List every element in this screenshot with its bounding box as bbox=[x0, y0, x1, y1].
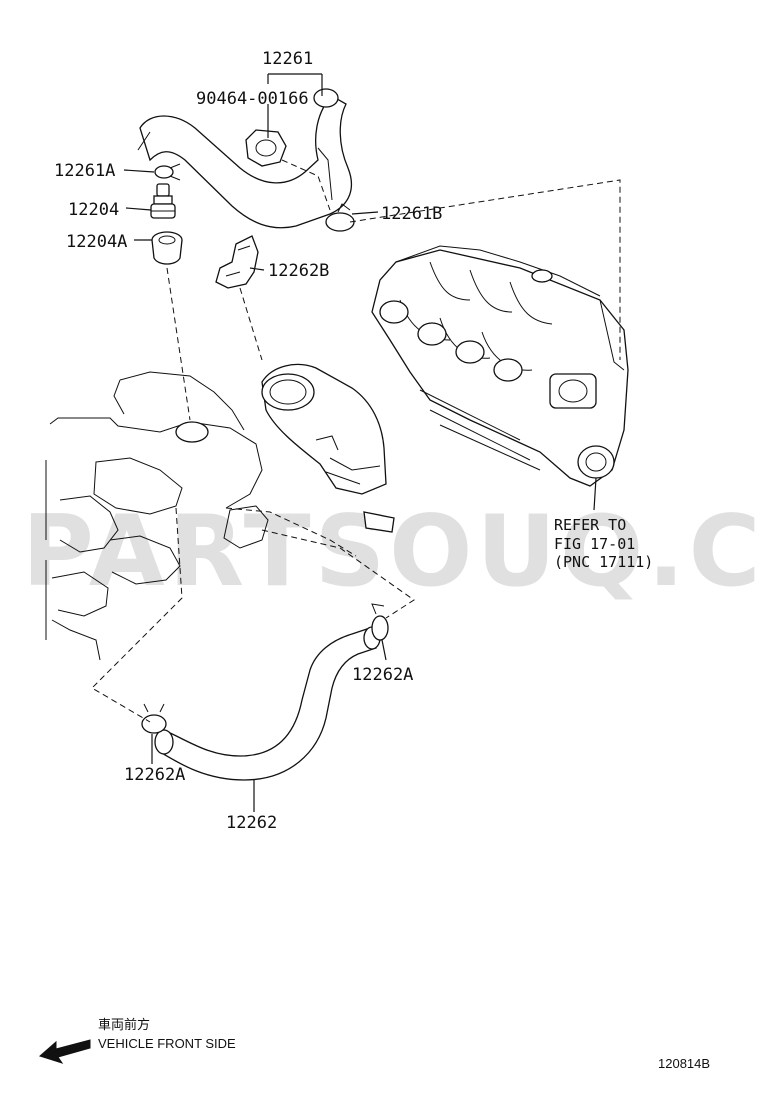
callout-12262a-right: 12262A bbox=[352, 665, 413, 685]
callout-12261: 12261 bbox=[262, 49, 313, 69]
reference-note-line2: FIG 17-01 bbox=[554, 535, 635, 553]
pcv-valve-drawing bbox=[150, 183, 176, 219]
upper-hose-drawing bbox=[137, 88, 353, 229]
front-arrow-icon bbox=[39, 1039, 91, 1064]
callout-12261a: 12261A bbox=[54, 161, 115, 181]
engine-block-drawing bbox=[45, 371, 269, 661]
grommet-drawing bbox=[151, 231, 183, 265]
figure-code: 120814B bbox=[658, 1056, 710, 1071]
air-inlet-drawing bbox=[261, 363, 395, 533]
front-direction-jp: 車両前方 bbox=[98, 1017, 150, 1032]
clamp-12262a-left-drawing bbox=[141, 703, 167, 734]
callout-12261b: 12261B bbox=[381, 204, 442, 224]
reference-note-line1: REFER TO bbox=[554, 516, 626, 534]
callout-12262: 12262 bbox=[226, 813, 277, 833]
intake-manifold-drawing bbox=[371, 245, 629, 487]
callout-90464-00166: 90464-00166 bbox=[196, 89, 309, 109]
leader-lines bbox=[123, 73, 597, 812]
callout-12204a: 12204A bbox=[66, 232, 127, 252]
lower-hose-drawing bbox=[154, 626, 381, 781]
callout-12262b: 12262B bbox=[268, 261, 329, 281]
front-direction-en: VEHICLE FRONT SIDE bbox=[98, 1036, 236, 1051]
clip-90464-drawing bbox=[245, 129, 287, 167]
callout-12204: 12204 bbox=[68, 200, 119, 220]
reference-note-line3: (PNC 17111) bbox=[554, 553, 653, 571]
clamp-12261a-drawing bbox=[154, 163, 181, 181]
callout-12262a-left: 12262A bbox=[124, 765, 185, 785]
watermark-text: PARTSOUQ.COM bbox=[22, 495, 760, 609]
clamp-12261b-drawing bbox=[325, 203, 355, 232]
clamp-12262a-right-drawing bbox=[371, 603, 389, 641]
assembly-dashed-lines bbox=[91, 159, 621, 723]
bracket-12262b-drawing bbox=[215, 235, 259, 289]
